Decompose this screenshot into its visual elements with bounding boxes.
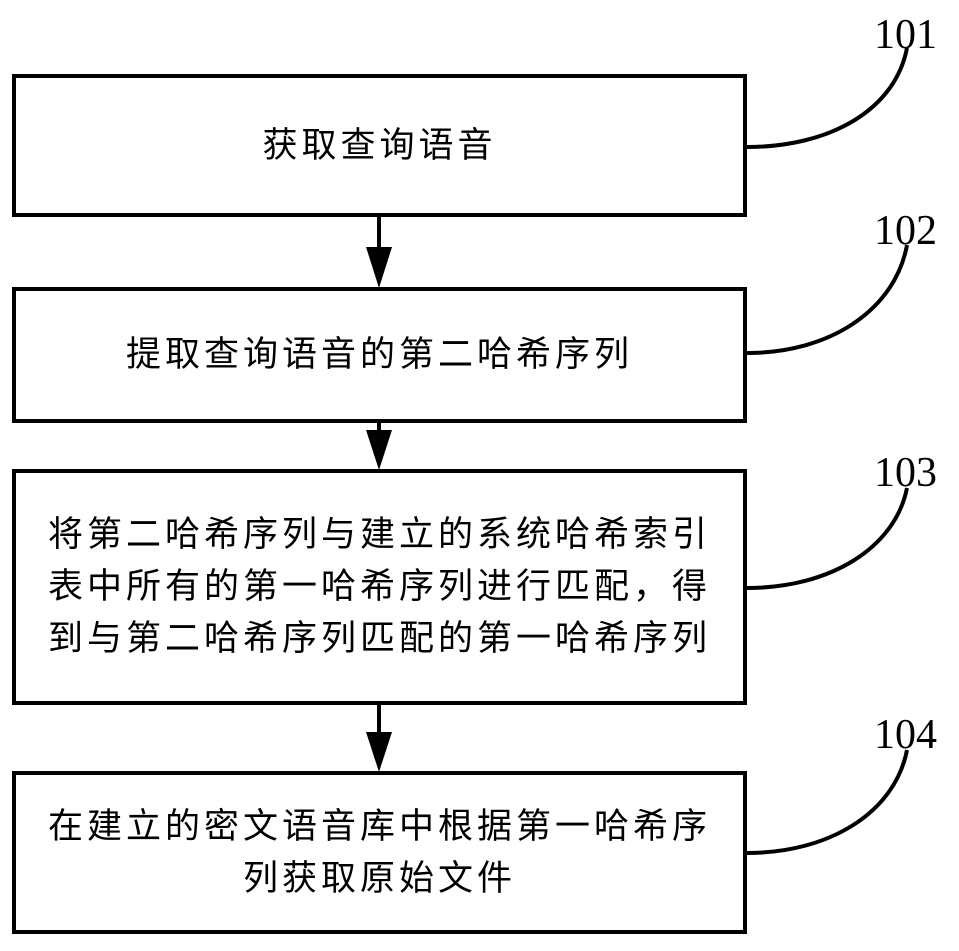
ref-label-104: 104 <box>874 712 937 758</box>
step-text-101: 获取查询语音 <box>262 125 497 166</box>
step-box-101: 获取查询语音 <box>12 74 747 217</box>
leader-line-102 <box>746 244 909 355</box>
leader-line-101 <box>746 47 909 149</box>
leader-line-104 <box>746 749 909 855</box>
step-box-104: 在建立的密文语音库中根据第一哈希序列获取原始文件 <box>12 771 747 934</box>
arrow-head-2-3 <box>366 430 392 470</box>
step-box-102: 提取查询语音的第二哈希序列 <box>12 287 747 423</box>
ref-label-102: 102 <box>874 208 937 254</box>
arrow-head-1-2 <box>366 247 392 288</box>
ref-label-103: 103 <box>874 450 937 496</box>
step-text-104: 在建立的密文语音库中根据第一哈希序列获取原始文件 <box>47 806 711 899</box>
leader-line-103 <box>746 487 909 590</box>
step-box-103: 将第二哈希序列与建立的系统哈希索引表中所有的第一哈希序列进行匹配，得到与第二哈希… <box>12 469 747 705</box>
step-text-103: 将第二哈希序列与建立的系统哈希索引表中所有的第一哈希序列进行匹配，得到与第二哈希… <box>47 515 711 659</box>
arrow-head-3-4 <box>366 732 392 772</box>
ref-label-101: 101 <box>874 12 937 58</box>
step-text-102: 提取查询语音的第二哈希序列 <box>125 335 633 375</box>
